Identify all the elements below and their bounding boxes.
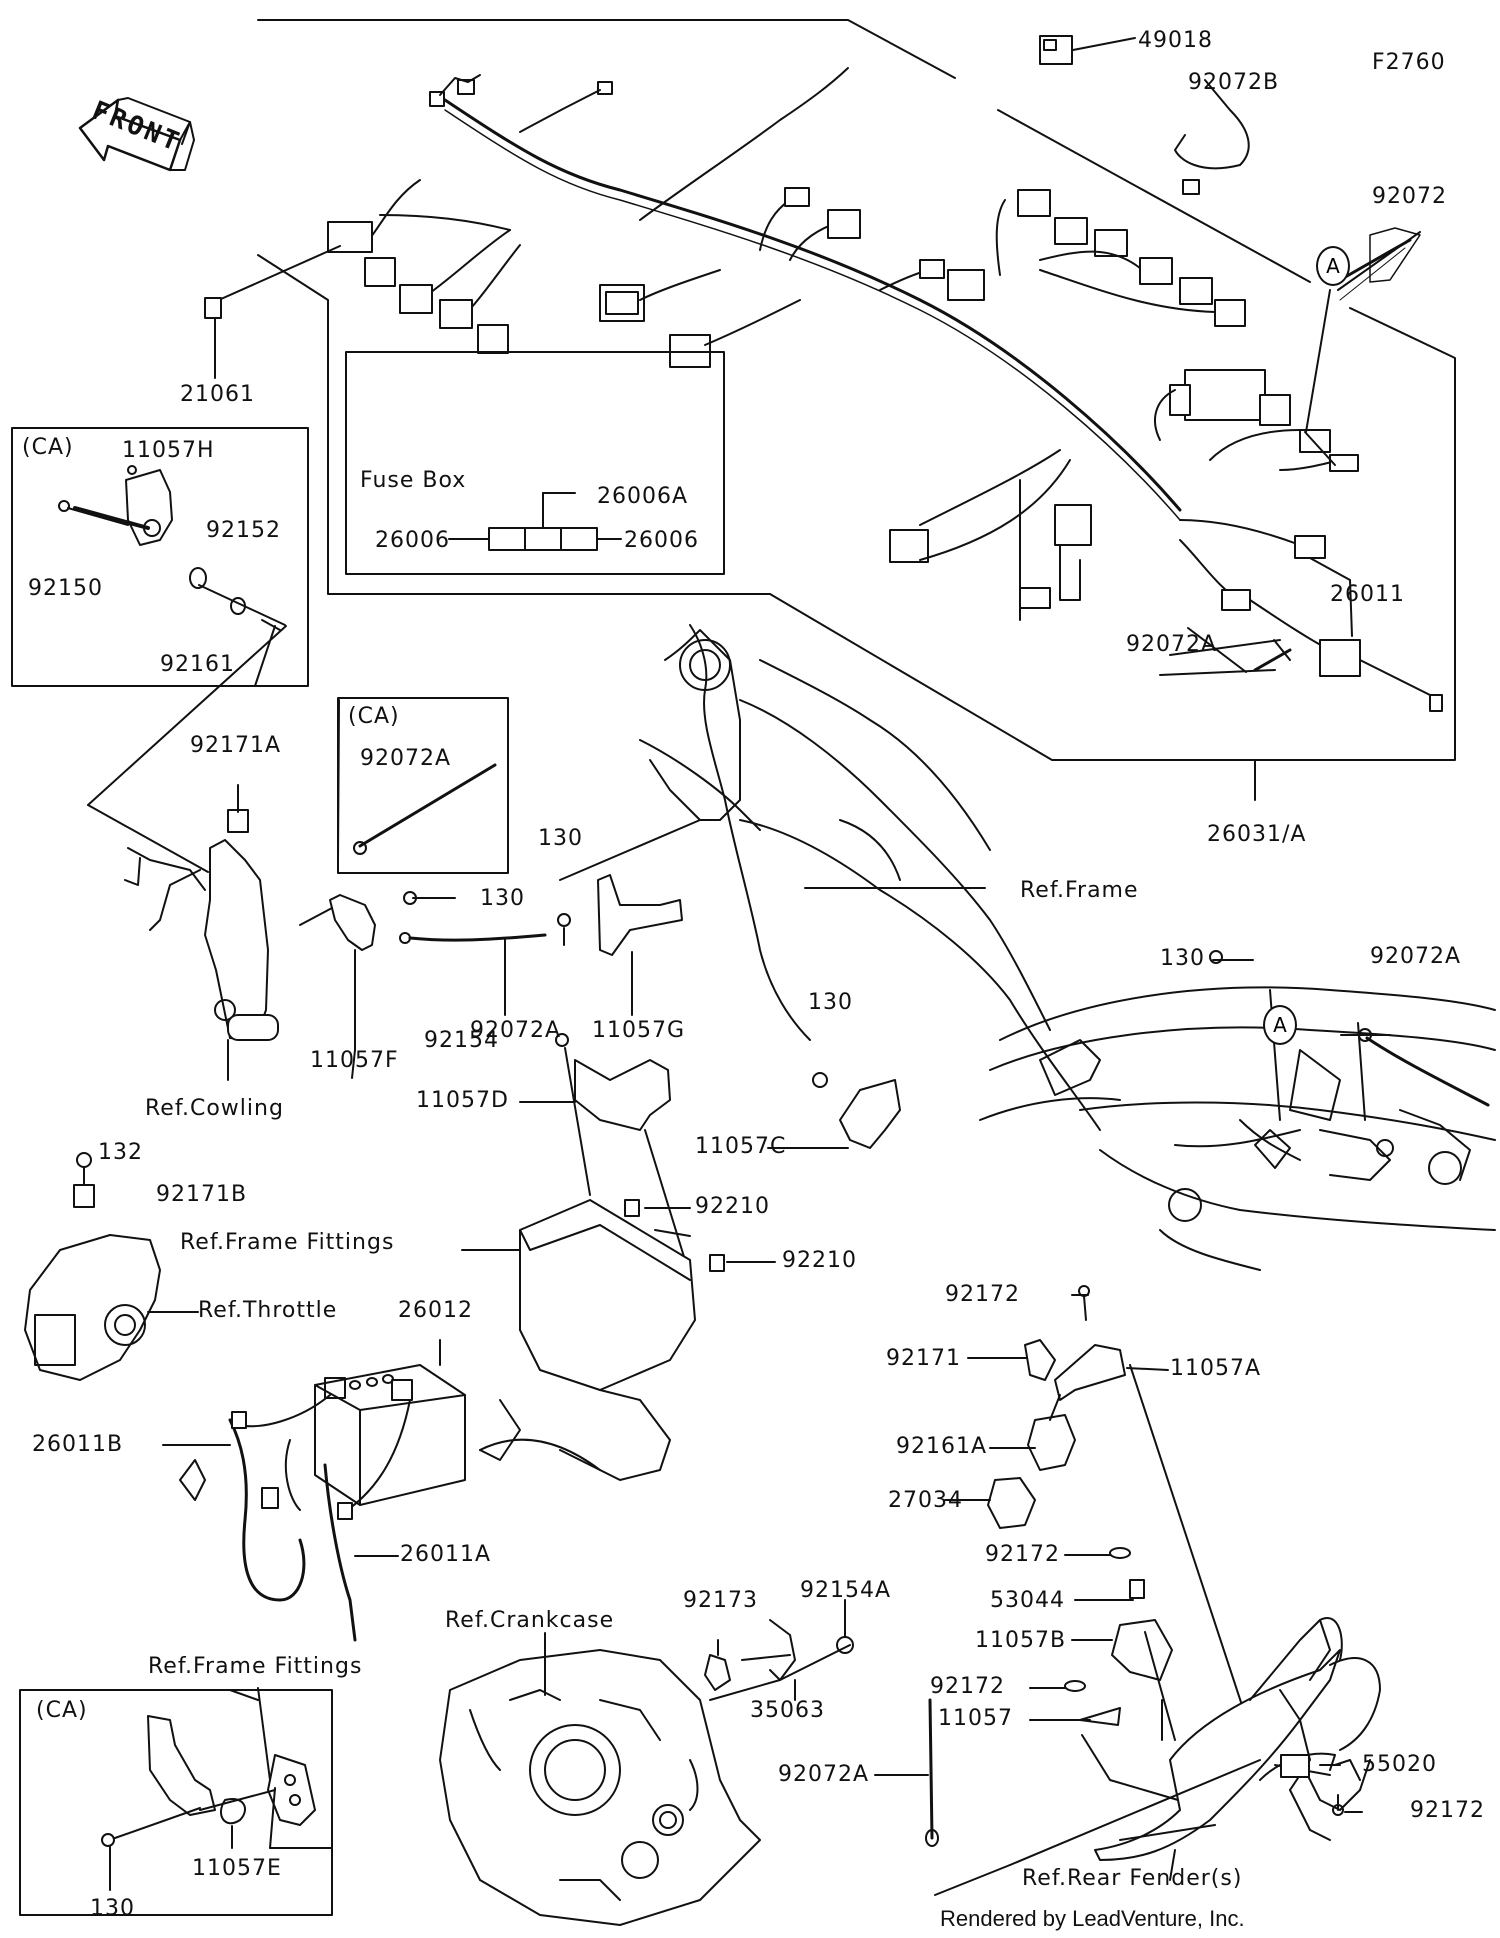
ref-throttle: Ref.Throttle	[198, 1298, 338, 1323]
marker-a-top: A	[1316, 246, 1350, 286]
part-49018[interactable]: 49018	[1138, 28, 1213, 53]
fuse-box-label: Fuse Box	[360, 468, 467, 493]
part-11057C[interactable]: 11057C	[695, 1134, 787, 1159]
part-92072A-ca[interactable]: 92072A	[360, 746, 452, 771]
part-92173[interactable]: 92173	[683, 1588, 758, 1613]
part-130-d[interactable]: 130	[1160, 946, 1205, 971]
part-92171B[interactable]: 92171B	[156, 1182, 248, 1207]
part-11057F[interactable]: 11057F	[310, 1048, 399, 1073]
part-11057B[interactable]: 11057B	[975, 1628, 1067, 1653]
part-92210-a[interactable]: 92210	[695, 1194, 770, 1219]
part-11057D[interactable]: 11057D	[416, 1088, 509, 1113]
figure-code: F2760	[1372, 50, 1446, 75]
part-26011A[interactable]: 26011A	[400, 1542, 492, 1567]
part-11057[interactable]: 11057	[938, 1706, 1013, 1731]
part-92210-b[interactable]: 92210	[782, 1248, 857, 1273]
part-92172-c[interactable]: 92172	[930, 1674, 1005, 1699]
part-130-b[interactable]: 130	[480, 886, 525, 911]
part-130-e[interactable]: 130	[90, 1896, 135, 1921]
part-92150[interactable]: 92150	[28, 576, 103, 601]
part-92072[interactable]: 92072	[1372, 184, 1447, 209]
part-26031A[interactable]: 26031/A	[1207, 822, 1307, 847]
part-92154A[interactable]: 92154A	[800, 1578, 892, 1603]
part-132[interactable]: 132	[98, 1140, 143, 1165]
part-92171A[interactable]: 92171A	[190, 733, 282, 758]
part-11057H[interactable]: 11057H	[122, 438, 215, 463]
part-11057E[interactable]: 11057E	[192, 1856, 282, 1881]
ref-frame: Ref.Frame	[1020, 878, 1139, 903]
part-92072A-bottom[interactable]: 92072A	[778, 1762, 870, 1787]
part-26011[interactable]: 26011	[1330, 582, 1405, 607]
part-26006A[interactable]: 26006A	[597, 484, 689, 509]
part-92172-b[interactable]: 92172	[985, 1542, 1060, 1567]
part-11057A[interactable]: 11057A	[1170, 1356, 1262, 1381]
part-92154[interactable]: 92154	[424, 1028, 499, 1053]
ca-label-top: (CA)	[22, 435, 74, 460]
ref-crankcase: Ref.Crankcase	[445, 1608, 615, 1633]
marker-a-frame: A	[1263, 1005, 1297, 1045]
part-21061[interactable]: 21061	[180, 382, 255, 407]
part-11057G[interactable]: 11057G	[592, 1018, 686, 1043]
ref-rear-fender: Ref.Rear Fender(s)	[1022, 1866, 1243, 1891]
part-130-a[interactable]: 130	[538, 826, 583, 851]
part-26006-left[interactable]: 26006	[375, 528, 450, 553]
ca-label-bottom: (CA)	[36, 1698, 88, 1723]
part-130-c[interactable]: 130	[808, 990, 853, 1015]
ref-frame-fittings-a: Ref.Frame Fittings	[180, 1230, 395, 1255]
part-92072A-right[interactable]: 92072A	[1370, 944, 1462, 969]
part-92072A-mid[interactable]: 92072A	[470, 1018, 562, 1043]
ca-label-mid: (CA)	[348, 704, 400, 729]
part-27034[interactable]: 27034	[888, 1488, 963, 1513]
part-92072B[interactable]: 92072B	[1188, 70, 1280, 95]
part-92152[interactable]: 92152	[206, 518, 281, 543]
part-26011B[interactable]: 26011B	[32, 1432, 124, 1457]
part-92072A-harness[interactable]: 92072A	[1126, 632, 1218, 657]
part-92161A[interactable]: 92161A	[896, 1434, 988, 1459]
part-92172-d[interactable]: 92172	[1410, 1798, 1485, 1823]
part-35063[interactable]: 35063	[750, 1698, 825, 1723]
part-55020[interactable]: 55020	[1362, 1752, 1437, 1777]
ref-cowling: Ref.Cowling	[145, 1096, 284, 1121]
part-92161[interactable]: 92161	[160, 652, 235, 677]
credit-text: Rendered by LeadVenture, Inc.	[940, 1906, 1245, 1931]
ref-frame-fittings-b: Ref.Frame Fittings	[148, 1654, 363, 1679]
part-26006-right[interactable]: 26006	[624, 528, 699, 553]
part-92172-a[interactable]: 92172	[945, 1282, 1020, 1307]
part-26012[interactable]: 26012	[398, 1298, 473, 1323]
part-53044[interactable]: 53044	[990, 1588, 1065, 1613]
part-92171[interactable]: 92171	[886, 1346, 961, 1371]
